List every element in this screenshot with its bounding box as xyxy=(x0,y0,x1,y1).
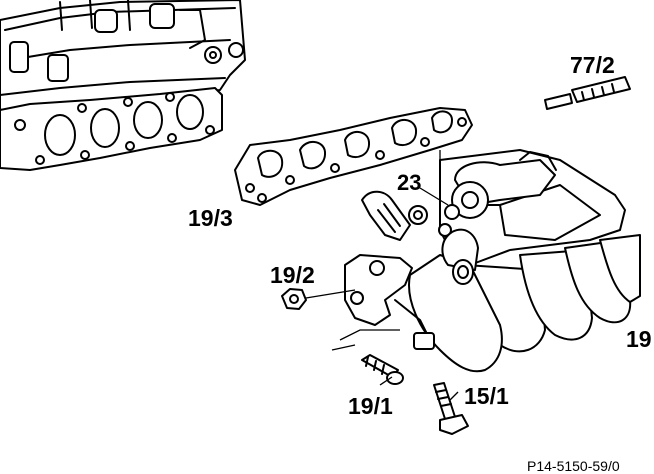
leader-15-1 xyxy=(449,391,459,401)
label-77-2: 77/2 xyxy=(570,52,615,78)
stud-bolt xyxy=(361,354,404,385)
label-19-1: 19/1 xyxy=(348,393,393,419)
label-19: 19 xyxy=(626,326,652,352)
label-19-2: 19/2 xyxy=(270,262,315,288)
intake-manifold xyxy=(331,149,641,373)
manifold-gasket xyxy=(234,107,473,206)
nut xyxy=(281,288,356,310)
leader-23 xyxy=(419,187,449,206)
figure-code: P14-5150-59/0 xyxy=(527,458,620,474)
leader-19-1 xyxy=(379,376,393,386)
hex-bolt xyxy=(433,382,469,435)
label-15-1: 15/1 xyxy=(464,383,509,409)
cylinder-head xyxy=(0,0,246,171)
label-19-3: 19/3 xyxy=(188,205,233,231)
label-23: 23 xyxy=(397,170,421,195)
sensor-hose xyxy=(361,190,428,241)
dipstick-tube xyxy=(544,76,631,110)
